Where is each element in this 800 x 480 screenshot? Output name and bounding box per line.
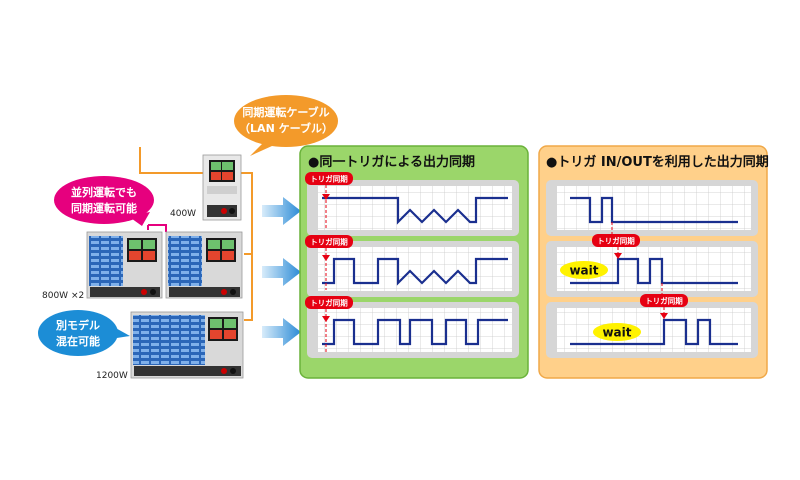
trigger-marker: トリガ同期: [640, 283, 688, 319]
trigger-label: トリガ同期: [597, 236, 635, 246]
trigger-label: トリガ同期: [310, 237, 348, 247]
bubble-mixed-line2: 混在可能: [56, 334, 100, 348]
trigger-label: トリガ同期: [645, 296, 683, 306]
arrow-right-icon: [262, 258, 301, 286]
trigger-marker: トリガ同期: [305, 296, 353, 352]
arrow-right-icon: [262, 197, 301, 225]
bubble-mixed-line1: 別モデル: [55, 318, 100, 332]
parallel-connection-line: [147, 224, 167, 232]
bubble-lan-cable-line1: 同期運転ケーブル: [242, 105, 329, 119]
wait-badge: wait: [560, 261, 608, 279]
bubble-lan-cable-line2: （LAN ケーブル）: [239, 121, 333, 135]
trigger-label: トリガ同期: [310, 298, 348, 308]
waveform-line: [570, 257, 738, 285]
bubble-parallel: 並列運転でも 同期運転可能: [54, 176, 154, 226]
waveform-line: [322, 257, 508, 286]
model-label-800w: 800W ×2: [42, 291, 84, 301]
panel-trigger-inout: ●トリガ IN/OUTを利用した出力同期 wait wait トリガ同期: [538, 145, 769, 379]
wait-label: wait: [602, 326, 631, 340]
unit-800w-b: [165, 231, 243, 299]
trigger-marker: トリガ同期: [592, 222, 640, 259]
wait-label: wait: [569, 264, 598, 278]
waveform-line: [322, 196, 508, 225]
arrow-icons: [262, 197, 301, 346]
arrow-right-icon: [262, 318, 301, 346]
unit-1200w: [130, 311, 244, 379]
trigger-label: トリガ同期: [310, 174, 348, 184]
panel-same-trigger: ●同一トリガによる出力同期 トリガ同期 トリガ同期 トリ: [299, 145, 529, 379]
unit-400w: [202, 154, 242, 221]
unit-800w-a: [86, 231, 163, 299]
panel-left-title: ●同一トリガによる出力同期: [308, 154, 475, 170]
waveform-line: [570, 196, 738, 224]
model-label-400w: 400W: [170, 209, 196, 219]
model-label-1200w: 1200W: [96, 371, 128, 381]
bubble-mixed-model: 別モデル 混在可能: [38, 310, 130, 356]
wait-badge: wait: [593, 323, 641, 341]
sync-cable-lines: [139, 147, 253, 321]
trigger-marker: トリガ同期: [305, 235, 353, 290]
waveform-line: [570, 318, 738, 346]
bubble-lan-cable: 同期運転ケーブル （LAN ケーブル）: [234, 95, 338, 156]
waveform-line: [322, 318, 508, 346]
bubble-parallel-line2: 同期運転可能: [71, 201, 137, 215]
trigger-marker: トリガ同期: [305, 172, 353, 228]
bubble-parallel-line1: 並列運転でも: [71, 185, 137, 199]
panel-right-title: ●トリガ IN/OUTを利用した出力同期: [546, 154, 769, 170]
